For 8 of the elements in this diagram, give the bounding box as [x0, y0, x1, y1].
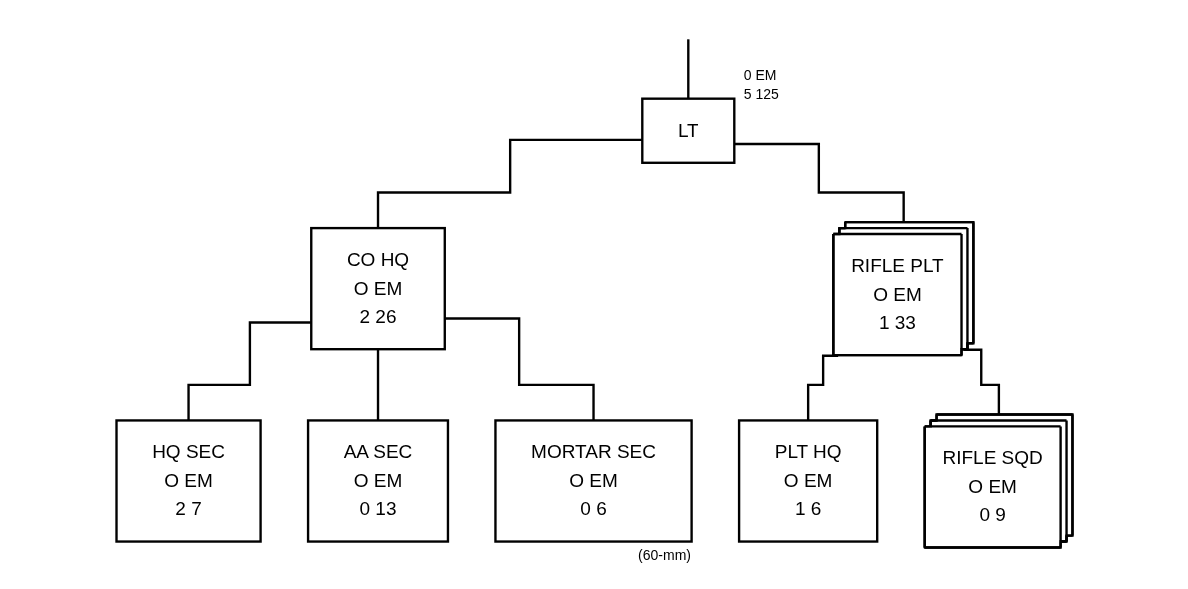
node-box: HQ SEC O EM 2 7	[114, 419, 262, 543]
node-box: AA SEC O EM 0 13	[306, 419, 449, 543]
node-box: MORTAR SEC O EM 0 6	[493, 419, 693, 543]
node-box: LT	[640, 97, 735, 164]
node-box: PLT HQ O EM 1 6	[737, 419, 878, 543]
strength-note: 0 EM 5 125	[743, 65, 779, 105]
node-box: CO HQ O EM 2 26	[309, 226, 446, 351]
strength-note: (60-mm)	[638, 545, 691, 565]
